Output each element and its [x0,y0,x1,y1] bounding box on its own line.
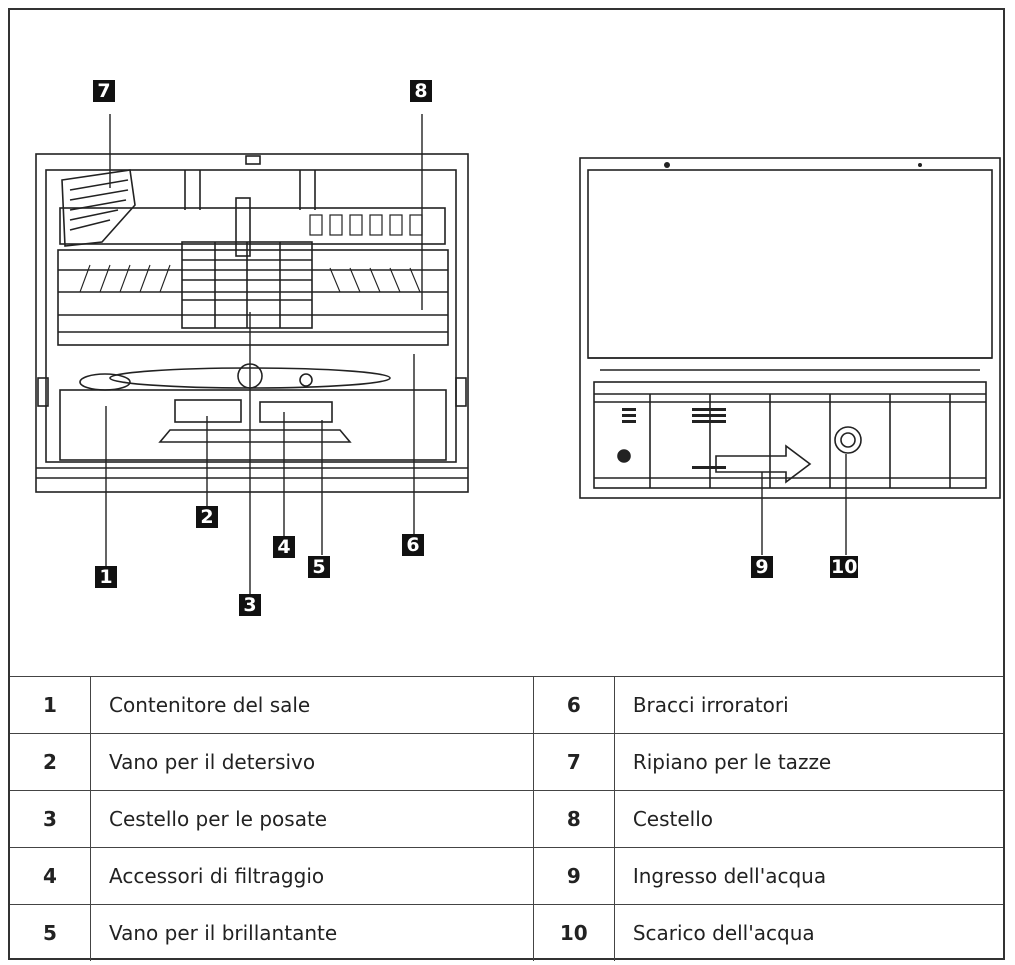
callout-9: 9 [751,556,773,578]
water-drain [834,426,862,454]
legend-label: Accessori di filtraggio [90,847,534,905]
callout-2: 2 [196,506,218,528]
legend-label: Cestello [613,790,1003,848]
legend-label: Ingresso dell'acqua [613,847,1003,905]
legend-number: 4 [10,847,91,905]
legend-label: Cestello per le posate [90,790,534,848]
legend-label: Vano per il detersivo [90,733,534,791]
dishwasher-figure: 7 8 2 4 5 6 1 3 9 10 [10,10,1003,676]
legend-number: 10 [532,904,615,961]
callout-1: 1 [95,566,117,588]
callout-4: 4 [273,536,295,558]
legend-label: Ripiano per le tazze [613,733,1003,791]
cutlery-basket [181,197,313,329]
legend-row: 2 Vano per il detersivo 7 Ripiano per le… [10,733,1003,791]
legend-number: 2 [10,733,91,791]
legend-number: 3 [10,790,91,848]
callout-7: 7 [93,80,115,102]
back-view [579,157,1001,499]
diagram-frame: 7 8 2 4 5 6 1 3 9 10 1 Contenitore del s… [8,8,1005,961]
water-inlet [715,444,812,484]
callout-8: 8 [410,80,432,102]
legend-row: 5 Vano per il brillantante 10 Scarico de… [10,904,1003,961]
legend-number: 7 [532,733,615,791]
callout-5: 5 [308,556,330,578]
callout-6: 6 [402,534,424,556]
basket [57,249,449,346]
legend-label: Vano per il brillantante [90,904,534,961]
legend-label: Scarico dell'acqua [613,904,1003,961]
callout-10: 10 [830,556,859,578]
legend-label: Bracci irroratori [613,676,1003,734]
legend-table: 1 Contenitore del sale 6 Bracci irrorato… [10,676,1003,961]
legend-number: 1 [10,676,91,734]
legend-row: 4 Accessori di filtraggio 9 Ingresso del… [10,847,1003,905]
callout-3: 3 [239,594,261,616]
legend-label: Contenitore del sale [90,676,534,734]
legend-number: 5 [10,904,91,961]
legend-number: 8 [532,790,615,848]
legend-row: 1 Contenitore del sale 6 Bracci irrorato… [10,676,1003,734]
legend-number: 9 [532,847,615,905]
front-view [35,153,469,493]
dishwasher-drawing [35,114,1001,594]
legend-number: 6 [532,676,615,734]
legend-row: 3 Cestello per le posate 8 Cestello [10,790,1003,848]
